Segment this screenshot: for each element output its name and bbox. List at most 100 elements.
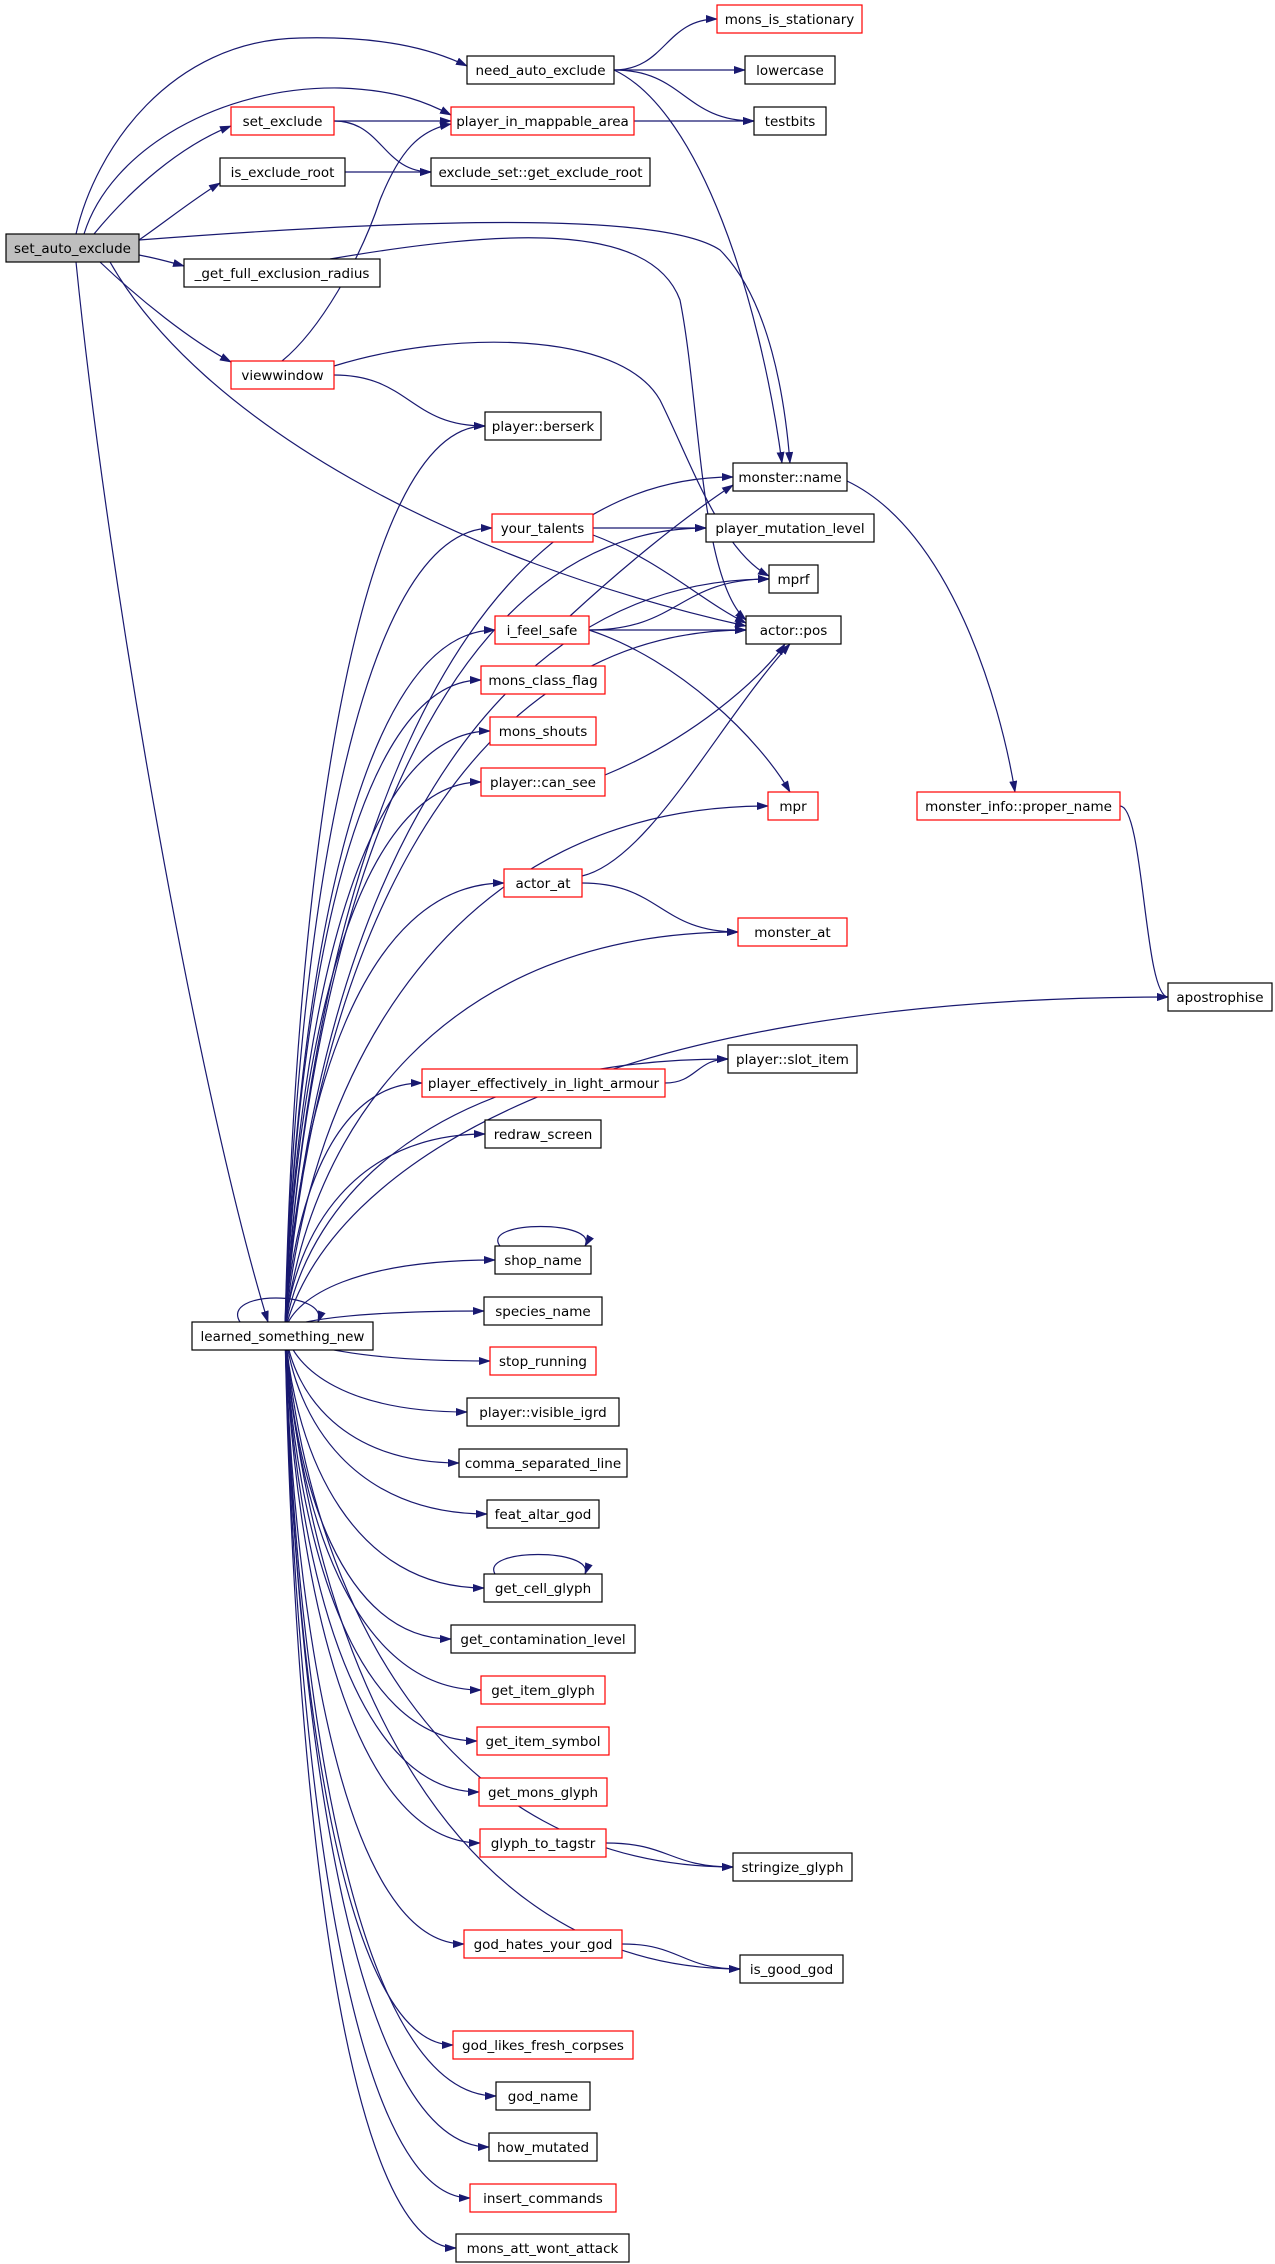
node-monster-name[interactable]: monster::name <box>732 462 848 492</box>
node-monster-info-proper-name[interactable]: monster_info::proper_name <box>916 791 1121 821</box>
node-box <box>458 1448 628 1478</box>
node-set-exclude[interactable]: set_exclude <box>230 106 335 136</box>
node-get-item-glyph[interactable]: get_item_glyph <box>480 1675 606 1705</box>
node-box <box>739 1954 844 1984</box>
node-label: god_name <box>508 2089 578 2105</box>
node-feat-altar-god[interactable]: feat_altar_god <box>486 1499 600 1529</box>
edge-set-auto-exclude-to-need-auto-exclude <box>75 37 468 235</box>
node-apostrophise[interactable]: apostrophise <box>1167 982 1273 1012</box>
node-label: apostrophise <box>1176 990 1263 1006</box>
node-label: monster_at <box>754 925 830 941</box>
edge-learned-something-new-to-apostrophise <box>284 993 1169 1331</box>
node-box <box>916 791 1121 821</box>
node-player-mutation-level[interactable]: player_mutation_level <box>705 513 875 543</box>
node-actor-pos[interactable]: actor::pos <box>745 615 842 645</box>
node-box <box>737 917 848 947</box>
node-label: monster_info::proper_name <box>925 799 1112 815</box>
edge-learned-something-new-to-actor-at <box>284 879 505 1331</box>
node-box <box>476 1726 610 1756</box>
node-glyph-to-tagstr[interactable]: glyph_to_tagstr <box>479 1828 607 1858</box>
edge-player-effectively-in-light-armour-to-player-slot-item <box>664 1055 729 1084</box>
node-label: mons_att_wont_attack <box>467 2241 619 2257</box>
node-species-name[interactable]: species_name <box>483 1296 603 1326</box>
node-get-contamination-level[interactable]: get_contamination_level <box>450 1624 636 1654</box>
node-player-effectively-in-light-armour[interactable]: player_effectively_in_light_armour <box>421 1068 666 1098</box>
node-learned-something-new[interactable]: learned_something_new <box>191 1321 374 1351</box>
node-is-good-god[interactable]: is_good_god <box>739 1954 844 1984</box>
node-insert-commands[interactable]: insert_commands <box>469 2183 617 2213</box>
node-label: monster::name <box>738 470 841 486</box>
edge-viewwindow-to-player-berserk <box>333 374 486 430</box>
node-player-visible-igrd[interactable]: player::visible_igrd <box>466 1397 620 1427</box>
node-get-mons-glyph[interactable]: get_mons_glyph <box>478 1777 608 1807</box>
node-label: player_effectively_in_light_armour <box>428 1076 660 1092</box>
node-mpr[interactable]: mpr <box>767 791 819 821</box>
node-testbits[interactable]: testbits <box>753 106 827 136</box>
node-player-in-mappable-area[interactable]: player_in_mappable_area <box>450 106 635 136</box>
node-player-can-see[interactable]: player::can_see <box>480 767 606 797</box>
node-label: exclude_set::get_exclude_root <box>438 165 642 181</box>
node-god-name[interactable]: god_name <box>495 2081 591 2111</box>
node-label: actor_at <box>515 876 570 892</box>
node-get-cell-glyph[interactable]: get_cell_glyph <box>483 1573 603 1603</box>
edge-learned-something-new-to-comma-separated-line <box>284 1329 460 1467</box>
node-mprf[interactable]: mprf <box>768 564 819 594</box>
node-label: is_good_god <box>750 1962 833 1978</box>
edge-learned-something-new-to-player-effectively-in-light-armour <box>284 1079 423 1331</box>
node-god-likes-fresh-corpses[interactable]: god_likes_fresh_corpses <box>452 2030 634 2060</box>
node-box <box>183 258 381 288</box>
node-label: stringize_glyph <box>741 1860 843 1876</box>
node-label: feat_altar_god <box>495 1507 592 1523</box>
node-mons-class-flag[interactable]: mons_class_flag <box>480 665 606 695</box>
node-lowercase[interactable]: lowercase <box>744 55 836 85</box>
node-get-full-exclusion-radius[interactable]: _get_full_exclusion_radius <box>183 258 381 288</box>
node-player-slot-item[interactable]: player::slot_item <box>727 1044 858 1074</box>
node-get-item-symbol[interactable]: get_item_symbol <box>476 1726 610 1756</box>
node-exclude-set-get-exclude-root[interactable]: exclude_set::get_exclude_root <box>430 157 651 187</box>
node-mons-att-wont-attack[interactable]: mons_att_wont_attack <box>455 2233 630 2263</box>
node-box <box>5 233 140 263</box>
node-label: lowercase <box>756 63 824 79</box>
node-need-auto-exclude[interactable]: need_auto_exclude <box>466 55 615 85</box>
node-box <box>478 1777 608 1807</box>
edge-glyph-to-tagstr-to-stringize-glyph <box>605 1842 734 1871</box>
node-actor-at[interactable]: actor_at <box>503 868 583 898</box>
edge-learned-something-new-to-god-hates-your-god <box>284 1329 465 1948</box>
edge-learned-something-new-to-mons-shouts <box>284 727 491 1331</box>
node-stringize-glyph[interactable]: stringize_glyph <box>732 1852 853 1882</box>
node-i-feel-safe[interactable]: i_feel_safe <box>494 615 590 645</box>
edge-learned-something-new-to-get-cell-glyph <box>284 1329 485 1592</box>
node-label: glyph_to_tagstr <box>491 1836 596 1852</box>
edge-learned-something-new-to-feat-altar-god <box>284 1329 488 1518</box>
node-stop-running[interactable]: stop_running <box>489 1346 597 1376</box>
node-shop-name[interactable]: shop_name <box>494 1245 592 1275</box>
node-how-mutated[interactable]: how_mutated <box>488 2132 598 2162</box>
node-is-exclude-root[interactable]: is_exclude_root <box>219 157 346 187</box>
node-label: i_feel_safe <box>507 623 578 639</box>
edge-set-exclude-to-exclude-set-get-exclude-root <box>333 120 432 176</box>
node-label: redraw_screen <box>494 1127 593 1143</box>
nodes-layer: set_auto_excludeneed_auto_excludemons_is… <box>5 4 1273 2263</box>
node-label: god_likes_fresh_corpses <box>462 2038 624 2054</box>
node-mons-is-stationary[interactable]: mons_is_stationary <box>716 4 863 34</box>
node-label: set_exclude <box>243 114 323 130</box>
node-your-talents[interactable]: your_talents <box>491 513 594 543</box>
node-box <box>494 615 590 645</box>
edge-set-auto-exclude-to-player-in-mappable-area <box>83 87 452 235</box>
node-label: how_mutated <box>497 2140 589 2156</box>
node-comma-separated-line[interactable]: comma_separated_line <box>458 1448 628 1478</box>
node-box <box>727 1044 858 1074</box>
node-god-hates-your-god[interactable]: god_hates_your_god <box>463 1929 623 1959</box>
node-box <box>716 4 863 34</box>
node-redraw-screen[interactable]: redraw_screen <box>484 1119 602 1149</box>
node-mons-shouts[interactable]: mons_shouts <box>489 716 597 746</box>
node-box <box>489 1346 597 1376</box>
node-box <box>753 106 827 136</box>
node-viewwindow[interactable]: viewwindow <box>230 360 335 390</box>
node-label: stop_running <box>499 1354 587 1370</box>
node-player-berserk[interactable]: player::berserk <box>484 411 602 441</box>
node-monster-at[interactable]: monster_at <box>737 917 848 947</box>
edge-set-auto-exclude-to-is-exclude-root <box>138 182 221 241</box>
edge-i-feel-safe-to-mpr <box>588 629 791 793</box>
